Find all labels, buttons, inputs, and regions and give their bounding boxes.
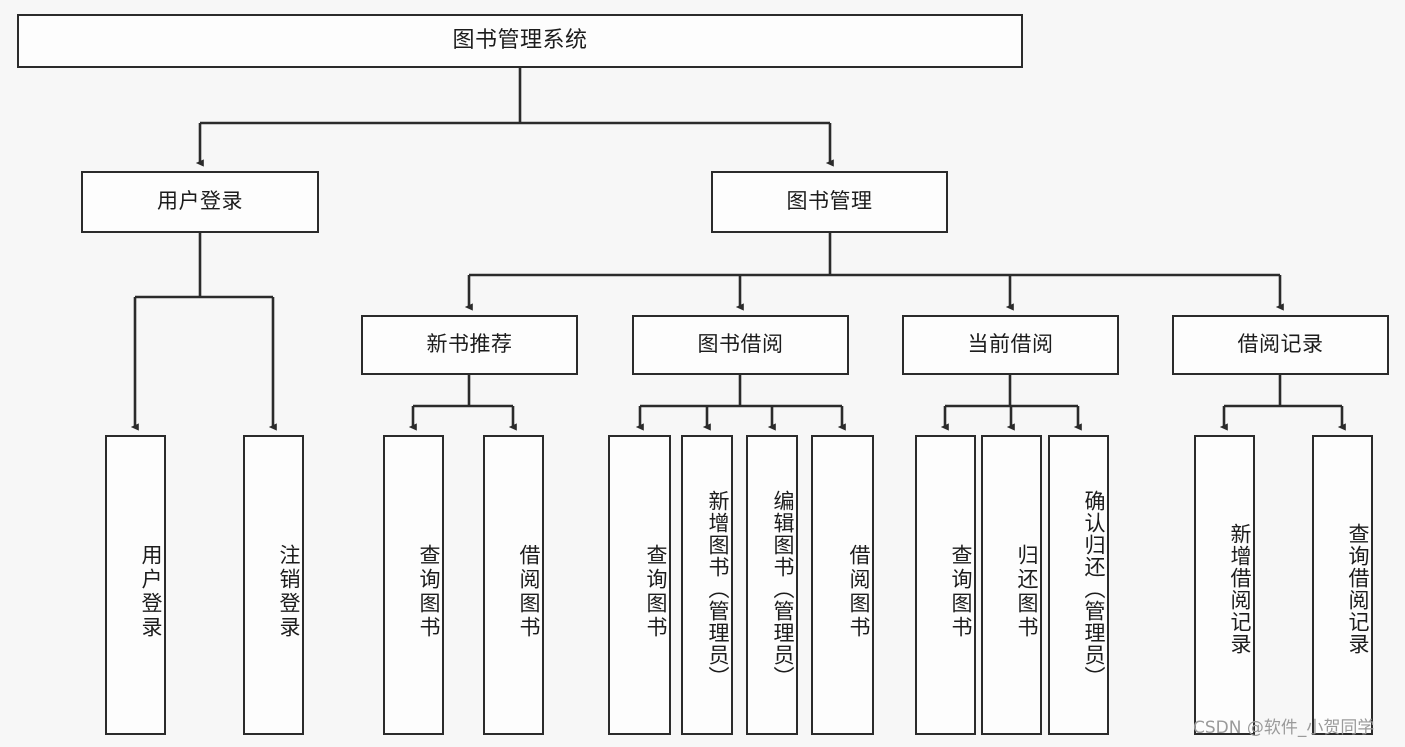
leaf-add-borrow-record[interactable]: 新增借阅记录 (1194, 435, 1255, 735)
leaf-edit-book-admin[interactable]: 编辑图书（管理员） (746, 435, 798, 735)
leaf-user-login[interactable]: 用户登录 (105, 435, 166, 735)
node-root[interactable]: 图书管理系统 (17, 14, 1023, 68)
leaf-query-book-recommend[interactable]: 查询图书 (383, 435, 444, 735)
leaf-add-book-admin[interactable]: 新增图书（管理员） (681, 435, 733, 735)
leaf-confirm-return-admin[interactable]: 确认归还（管理员） (1048, 435, 1109, 735)
leaf-query-book-borrow[interactable]: 查询图书 (608, 435, 671, 735)
node-new-book-recommend[interactable]: 新书推荐 (361, 315, 578, 375)
leaf-query-book-current[interactable]: 查询图书 (915, 435, 976, 735)
leaf-query-borrow-record[interactable]: 查询借阅记录 (1312, 435, 1373, 735)
leaf-logout[interactable]: 注销登录 (243, 435, 304, 735)
leaf-borrow-book-borrow[interactable]: 借阅图书 (811, 435, 874, 735)
csdn-watermark: CSDN @软件_小贺同学 (1193, 718, 1375, 738)
node-borrow-record[interactable]: 借阅记录 (1172, 315, 1389, 375)
node-book-borrow[interactable]: 图书借阅 (632, 315, 849, 375)
leaf-return-book[interactable]: 归还图书 (981, 435, 1042, 735)
node-book-management[interactable]: 图书管理 (711, 171, 948, 233)
leaf-borrow-book-recommend[interactable]: 借阅图书 (483, 435, 544, 735)
node-current-borrow[interactable]: 当前借阅 (902, 315, 1119, 375)
node-user-login[interactable]: 用户登录 (81, 171, 319, 233)
